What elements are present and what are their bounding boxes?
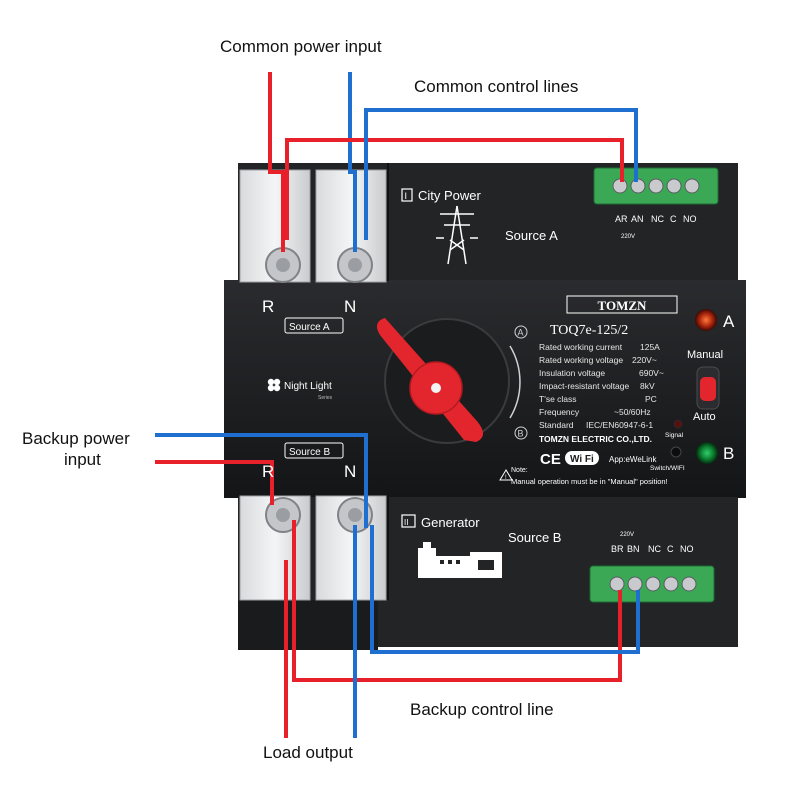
callout-common-power-input: Common power input — [220, 37, 382, 56]
spec-value: ~50/60Hz — [614, 407, 651, 417]
terminal-r-top-label: R — [262, 297, 274, 316]
clover-icon — [267, 378, 281, 392]
spec-label: Impact-resistant voltage — [539, 381, 630, 391]
wire-backup-control-blue — [370, 525, 640, 654]
term-label-c: C — [670, 214, 677, 224]
transfer-knob-area: A B — [376, 318, 528, 444]
app-label: App:eWeLink — [609, 455, 657, 464]
indicator-led-a — [695, 309, 717, 331]
brand-logo: TOMZN — [598, 298, 647, 313]
roman-one: I — [405, 191, 408, 201]
spec-value: 690V~ — [639, 368, 664, 378]
term-label-no: NO — [680, 544, 694, 554]
indicator-b-label: B — [723, 444, 734, 463]
spec-table: Rated working current 125A Rated working… — [539, 342, 664, 430]
callout-backup-power-input-line2: input — [64, 450, 101, 469]
wifi-badge-bg — [565, 451, 599, 465]
wire-backup-blue — [155, 433, 368, 528]
switch-wifi-button[interactable] — [670, 446, 682, 458]
night-light-label: Night Light — [284, 381, 332, 392]
roman-two: II — [404, 518, 408, 527]
term-label-nc: NC — [651, 214, 664, 224]
manual-label: Manual — [687, 349, 723, 361]
series-label: Series — [318, 395, 333, 401]
spec-value: PC — [645, 394, 657, 404]
city-power-label: City Power — [418, 188, 482, 203]
model-number: TOQ7e-125/2 — [550, 323, 628, 338]
power-tower-icon — [436, 205, 478, 265]
signal-led — [673, 419, 683, 429]
term-label-c: C — [667, 544, 674, 554]
source-b-label: Source B — [508, 530, 561, 545]
spec-label: Rated working voltage — [539, 355, 623, 365]
callout-backup-control-line: Backup control line — [410, 700, 554, 719]
spec-label: T'se class — [539, 394, 577, 404]
top-terminal-voltage: 220V — [621, 234, 635, 240]
wire-backup-control-red — [292, 520, 622, 682]
knob-label-a: A — [518, 328, 524, 338]
source-b-tag: Source B — [289, 447, 330, 458]
note-title: Note: — [511, 467, 528, 474]
top-control-terminal-block — [593, 167, 719, 205]
spec-label: Frequency — [539, 407, 580, 417]
spec-value: 220V~ — [632, 355, 657, 365]
auto-label: Auto — [693, 411, 716, 423]
top-terminal-labels: AR AN NC C NO 220V — [615, 214, 697, 240]
warning-icon: ! — [499, 469, 513, 481]
manufacturer-label: TOMZN ELECTRIC CO.,LTD. — [539, 434, 652, 444]
callout-common-control-lines: Common control lines — [414, 77, 578, 96]
city-power-section: I City Power Source A — [401, 188, 558, 265]
spec-label: Insulation voltage — [539, 368, 605, 378]
spec-value: 8kV — [640, 381, 655, 391]
term-label-br: BR — [611, 544, 624, 554]
wires — [155, 72, 640, 738]
wifi-badge: Wi Fi — [570, 454, 594, 465]
spec-value: IEC/EN60947-6-1 — [586, 420, 653, 430]
generator-section: II Generator Source B — [401, 514, 561, 578]
svg-text:!: ! — [505, 475, 507, 481]
spec-label: Standard — [539, 420, 574, 430]
source-a-tag: Source A — [289, 322, 330, 333]
callout-load-output: Load output — [263, 743, 353, 762]
bottom-control-terminal-block — [589, 565, 715, 603]
bottom-terminal-labels: 220V BR BN NC C NO — [611, 532, 694, 554]
terminal-n-bottom-label: N — [344, 462, 356, 481]
bottom-terminal-voltage: 220V — [620, 532, 634, 538]
wire-common-red — [268, 72, 285, 252]
ce-mark: CE — [540, 451, 561, 468]
generator-label: Generator — [421, 515, 480, 530]
term-label-no: NO — [683, 214, 697, 224]
night-light-logo: Night Light Series — [267, 378, 333, 401]
note-text: Manual operation must be in "Manual" pos… — [511, 477, 668, 486]
wire-common-blue — [348, 72, 357, 252]
term-label-nc: NC — [648, 544, 661, 554]
signal-label: Signal — [665, 432, 684, 439]
wire-control-red-top — [285, 138, 624, 240]
terminal-n-top-label: N — [344, 297, 356, 316]
generator-icon — [418, 542, 502, 578]
callout-backup-power-input-line1: Backup power — [22, 429, 130, 448]
indicator-a-label: A — [723, 312, 735, 331]
switch-wifi-label: Switch/WIFI — [650, 465, 685, 472]
term-label-bn: BN — [627, 544, 640, 554]
wire-control-blue-top — [364, 108, 638, 240]
spec-value: 125A — [640, 342, 660, 352]
top-terminal-cover — [239, 169, 387, 283]
bottom-terminal-cover — [239, 495, 387, 601]
source-a-label: Source A — [505, 228, 558, 243]
transfer-knob-handle[interactable] — [376, 318, 483, 442]
manual-auto-switch[interactable] — [696, 366, 720, 410]
knob-label-b: B — [518, 429, 524, 439]
term-label-ar: AR — [615, 214, 628, 224]
callout-labels: Common power input Common control lines … — [22, 37, 578, 762]
term-label-an: AN — [631, 214, 644, 224]
terminal-r-bottom-label: R — [262, 462, 274, 481]
spec-label: Rated working current — [539, 342, 623, 352]
indicator-led-b — [696, 442, 718, 464]
wire-backup-red — [155, 460, 274, 505]
